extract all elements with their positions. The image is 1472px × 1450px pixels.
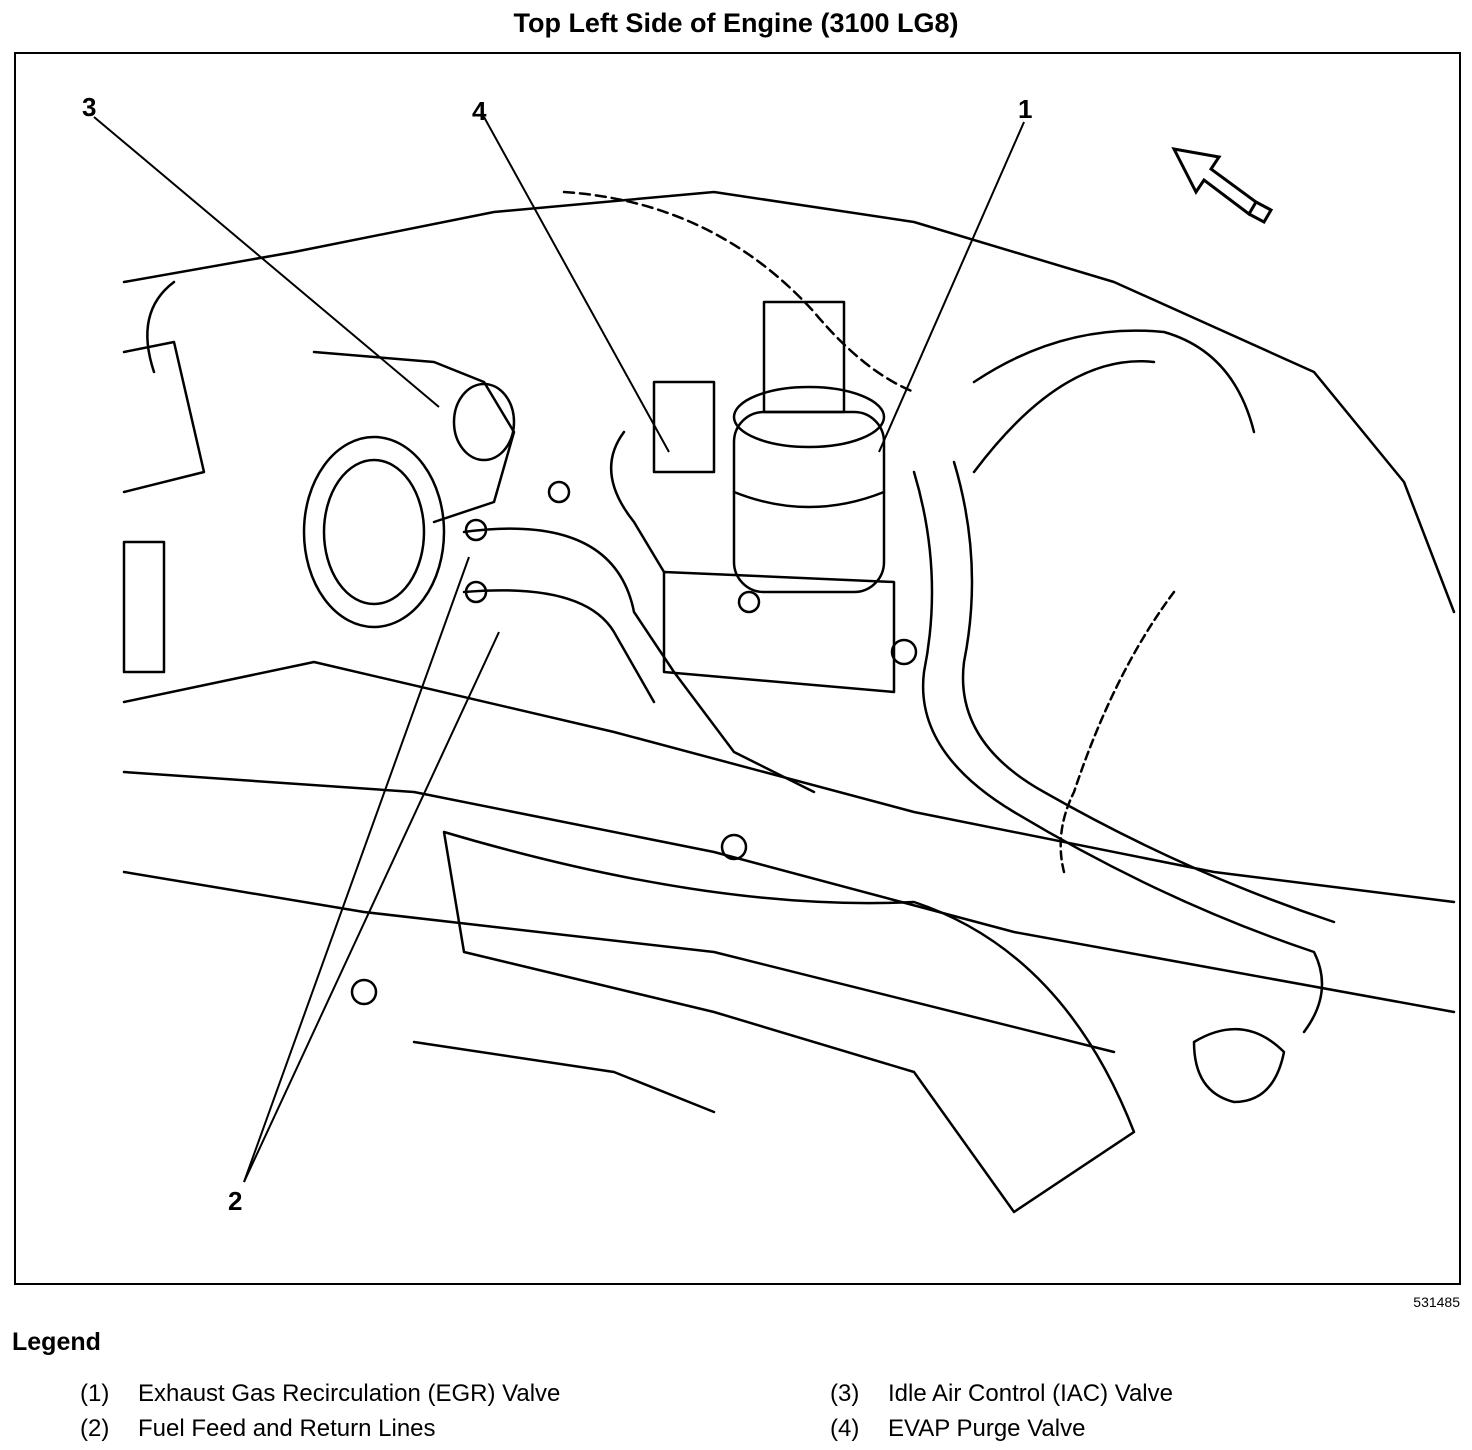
legend-item-label: Idle Air Control (IAC) Valve xyxy=(888,1380,1173,1407)
legend-item-label: EVAP Purge Valve xyxy=(888,1415,1086,1442)
legend-item-num: (2) xyxy=(80,1415,110,1442)
callout-1: 1 xyxy=(1018,94,1032,124)
legend-item-num: (1) xyxy=(80,1380,110,1407)
callout-3: 3 xyxy=(82,92,96,122)
legend-item: (4) EVAP Purge Valve xyxy=(830,1415,1085,1443)
callout-2: 2 xyxy=(228,1186,242,1216)
legend-item-label: Exhaust Gas Recirculation (EGR) Valve xyxy=(138,1380,561,1407)
engine-diagram: 3 4 1 2 xyxy=(14,52,1461,1285)
legend-item: (3) Idle Air Control (IAC) Valve xyxy=(830,1380,1173,1408)
legend-item: (1) Exhaust Gas Recirculation (EGR) Valve xyxy=(80,1380,560,1408)
callout-leaders xyxy=(93,116,1025,1183)
callout-4: 4 xyxy=(472,96,487,126)
legend-item: (2) Fuel Feed and Return Lines xyxy=(80,1415,436,1443)
figure-id: 531485 xyxy=(1413,1294,1460,1310)
legend-item-num: (4) xyxy=(830,1415,860,1442)
diagram-title: Top Left Side of Engine (3100 LG8) xyxy=(513,8,959,38)
legend-item-label: Fuel Feed and Return Lines xyxy=(138,1415,436,1442)
legend-heading: Legend xyxy=(12,1328,101,1356)
direction-arrow-icon xyxy=(1171,146,1274,225)
legend-item-num: (3) xyxy=(830,1380,860,1407)
